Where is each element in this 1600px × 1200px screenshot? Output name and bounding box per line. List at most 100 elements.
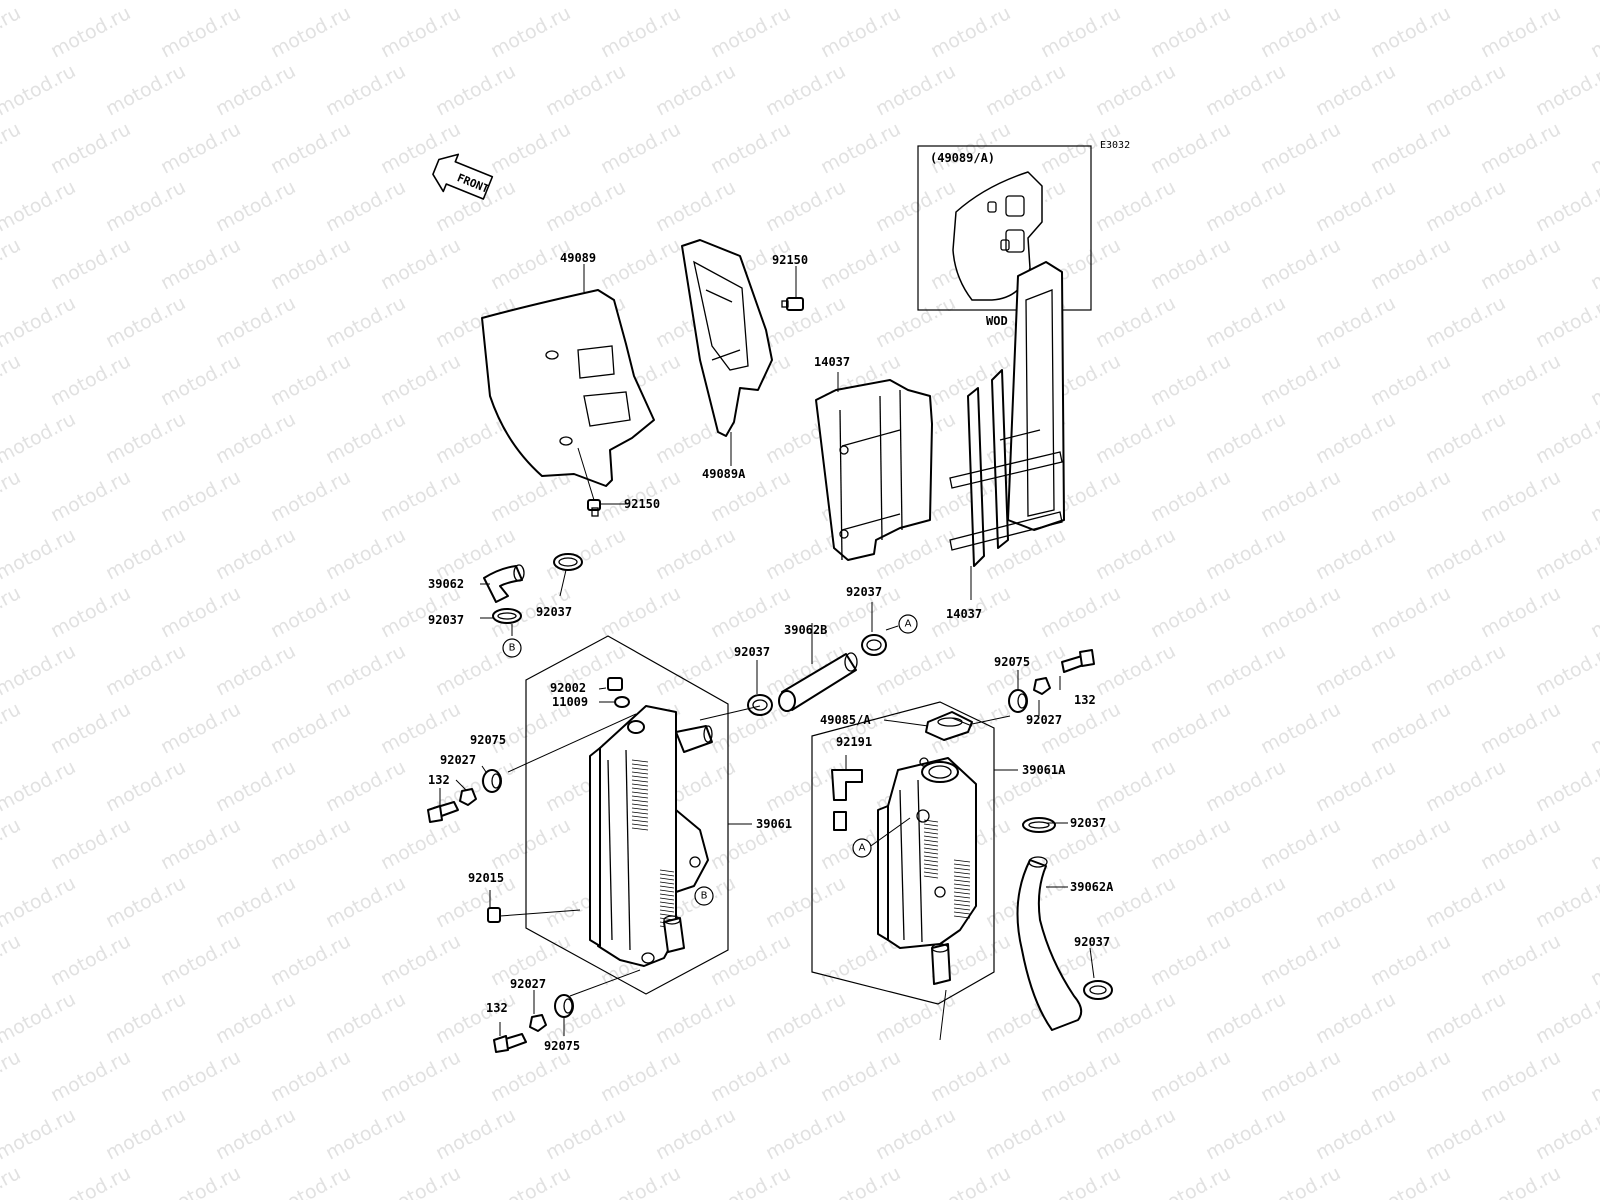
watermark-text: motod.ru xyxy=(1422,756,1509,816)
radiator-shroud-left xyxy=(481,289,655,487)
watermark-text: motod.ru xyxy=(102,988,189,1048)
hose-clamp-icon xyxy=(747,694,773,716)
watermark-text: motod.ru xyxy=(0,118,24,178)
watermark-text: motod.ru xyxy=(487,814,574,874)
watermark-text: motod.ru xyxy=(1477,1162,1564,1200)
watermark-text: motod.ru xyxy=(1037,1046,1124,1106)
watermark-text: motod.ru xyxy=(1367,1046,1454,1106)
watermark-text: motod.ru xyxy=(1587,234,1600,294)
watermark-text: motod.ru xyxy=(1092,60,1179,120)
grommet-icon xyxy=(482,769,502,793)
watermark-text: motod.ru xyxy=(1367,1162,1454,1200)
part-label: 49085/A xyxy=(820,713,871,727)
watermark-text: motod.ru xyxy=(102,1104,189,1164)
hose-clamp-icon xyxy=(1022,817,1056,833)
watermark-text: motod.ru xyxy=(157,814,244,874)
watermark-text: motod.ru xyxy=(377,466,464,526)
watermark-text: motod.ru xyxy=(1367,350,1454,410)
hose-clamp-icon xyxy=(492,608,522,624)
watermark-text: motod.ru xyxy=(377,1162,464,1200)
watermark-text: motod.ru xyxy=(212,176,299,236)
watermark-text: motod.ru xyxy=(212,524,299,584)
watermark-text: motod.ru xyxy=(212,872,299,932)
watermark-text: motod.ru xyxy=(0,234,24,294)
radiator-hose-long xyxy=(1016,856,1083,1031)
watermark-text: motod.ru xyxy=(652,1104,739,1164)
watermark-text: motod.ru xyxy=(1092,176,1179,236)
collar-icon xyxy=(529,1014,547,1032)
part-label: 92075 xyxy=(544,1039,580,1053)
watermark-text: motod.ru xyxy=(1092,524,1179,584)
watermark-text: motod.ru xyxy=(1587,466,1600,526)
part-label: 92037 xyxy=(536,605,572,619)
bolt-icon xyxy=(781,297,804,311)
watermark-text: motod.ru xyxy=(762,292,849,352)
washer-icon xyxy=(614,696,630,708)
watermark-text: motod.ru xyxy=(322,1104,409,1164)
watermark-text: motod.ru xyxy=(652,60,739,120)
part-label: 39061 xyxy=(756,817,792,831)
watermark-text: motod.ru xyxy=(1092,1104,1179,1164)
watermark-text: motod.ru xyxy=(1202,524,1289,584)
watermark-text: motod.ru xyxy=(1587,814,1600,874)
watermark-text: motod.ru xyxy=(817,2,904,62)
watermark-text: motod.ru xyxy=(102,872,189,932)
part-label: 39061A xyxy=(1022,763,1066,777)
watermark-text: motod.ru xyxy=(817,698,904,758)
watermark-text: motod.ru xyxy=(1532,408,1600,468)
part-label: 39062B xyxy=(784,623,827,637)
watermark-text: motod.ru xyxy=(1202,292,1289,352)
watermark-text: motod.ru xyxy=(1312,524,1399,584)
watermark-text: motod.ru xyxy=(762,0,849,4)
watermark-text: motod.ru xyxy=(1147,118,1234,178)
part-label: 92037 xyxy=(734,645,770,659)
watermark-text: motod.ru xyxy=(157,1046,244,1106)
ref-marker-a: A xyxy=(852,838,872,858)
watermark-text: motod.ru xyxy=(1477,466,1564,526)
watermark-text: motod.ru xyxy=(0,60,79,120)
watermark-text: motod.ru xyxy=(322,408,409,468)
watermark-text: motod.ru xyxy=(652,640,739,700)
watermark-text: motod.ru xyxy=(1422,176,1509,236)
watermark-text: motod.ru xyxy=(1532,988,1600,1048)
watermark-text: motod.ru xyxy=(1092,756,1179,816)
part-label: 92037 xyxy=(428,613,464,627)
watermark-text: motod.ru xyxy=(102,524,189,584)
part-label: 39062A xyxy=(1070,880,1114,894)
watermark-text: motod.ru xyxy=(267,582,354,642)
watermark-text: motod.ru xyxy=(652,988,739,1048)
watermark-text: motod.ru xyxy=(102,0,189,4)
watermark-text: motod.ru xyxy=(927,1046,1014,1106)
inset-frame xyxy=(917,145,1092,311)
watermark-text: motod.ru xyxy=(652,524,739,584)
watermark-text: motod.ru xyxy=(1422,292,1509,352)
watermark-text: motod.ru xyxy=(1092,292,1179,352)
part-label: 92037 xyxy=(846,585,882,599)
watermark-text: motod.ru xyxy=(102,60,189,120)
watermark-text: motod.ru xyxy=(1367,118,1454,178)
watermark-text: motod.ru xyxy=(0,756,79,816)
watermark-text: motod.ru xyxy=(212,1104,299,1164)
svg-text:B: B xyxy=(509,643,516,654)
watermark-text: motod.ru xyxy=(1477,118,1564,178)
watermark-text: motod.ru xyxy=(1037,2,1124,62)
watermark-text: motod.ru xyxy=(1477,234,1564,294)
watermark-text: motod.ru xyxy=(817,1162,904,1200)
watermark-text: motod.ru xyxy=(0,1046,24,1106)
radiator-louver-left xyxy=(815,379,933,561)
watermark-text: motod.ru xyxy=(1477,698,1564,758)
watermark-text: motod.ru xyxy=(1477,814,1564,874)
watermark-text: motod.ru xyxy=(377,2,464,62)
watermark-text: motod.ru xyxy=(212,640,299,700)
watermark-text: motod.ru xyxy=(487,1162,574,1200)
watermark-text: motod.ru xyxy=(212,292,299,352)
watermark-text: motod.ru xyxy=(1422,60,1509,120)
radiator-hose-elbow xyxy=(483,564,525,603)
bolt-icon xyxy=(1061,649,1095,673)
watermark-text: motod.ru xyxy=(542,524,629,584)
svg-text:A: A xyxy=(905,619,912,630)
watermark-text: motod.ru xyxy=(542,1104,629,1164)
watermark-text: motod.ru xyxy=(322,756,409,816)
watermark-text: motod.ru xyxy=(322,176,409,236)
left-radiator-frame xyxy=(525,635,729,995)
